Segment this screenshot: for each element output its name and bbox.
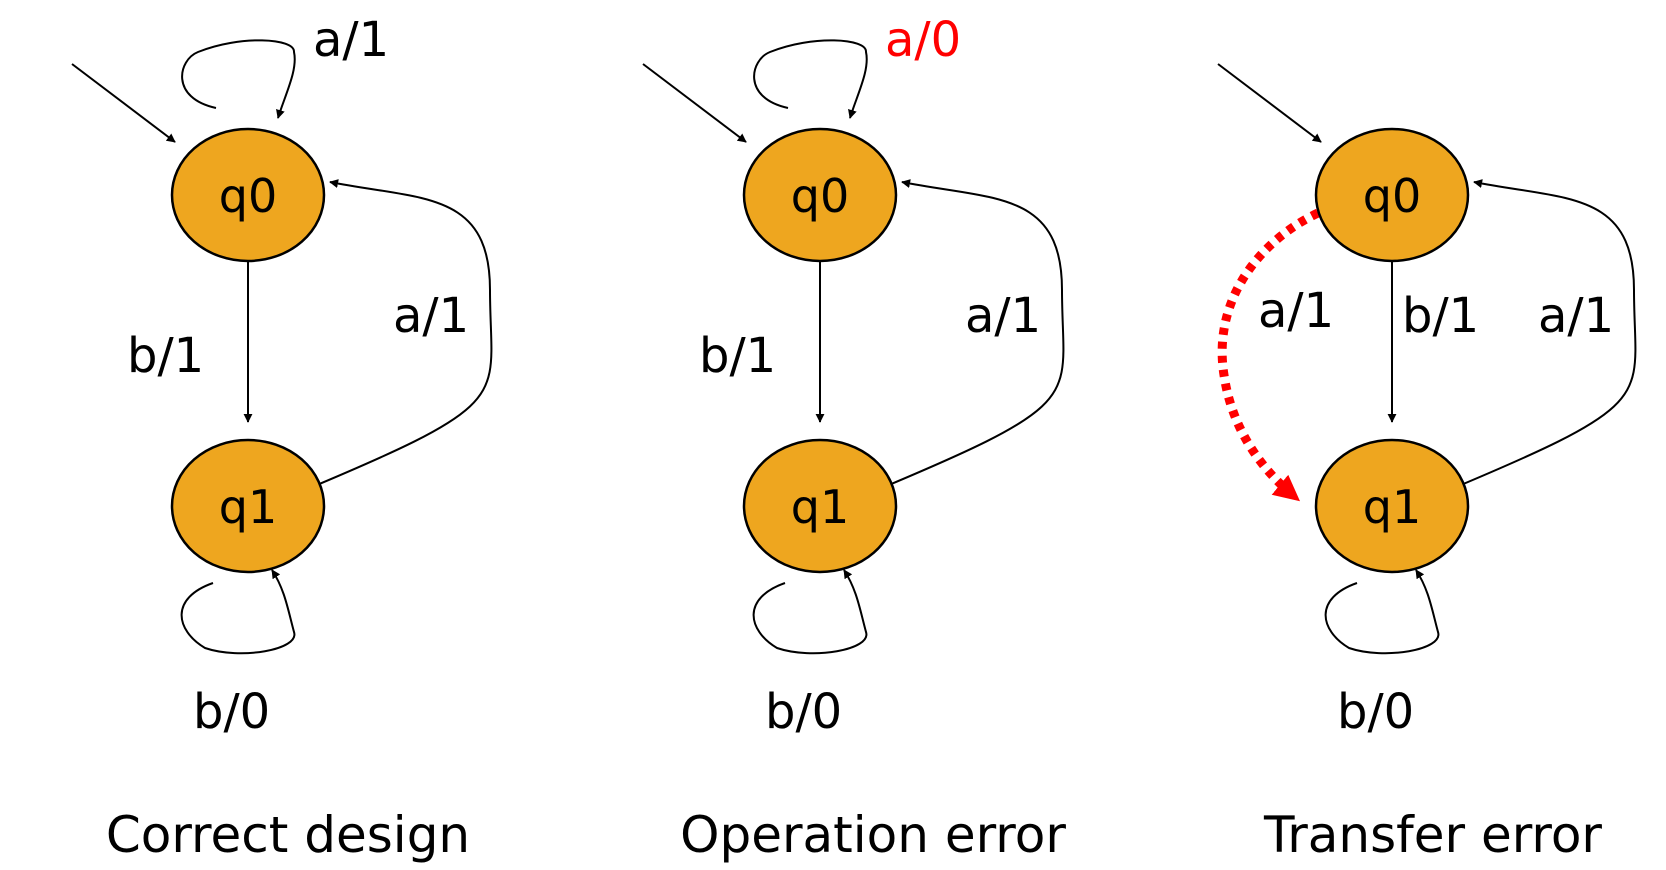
self-loop-q1 [1324,569,1440,655]
state-label: q1 [791,480,849,534]
state-label: q0 [791,169,849,223]
state-node-q1 [170,438,326,574]
diagram-correct-design: q0 q1 a/1 b/1 a/1 b/0 Correct design [71,12,493,864]
self-loop-q1 [752,569,868,655]
transition-label: b/0 [1337,684,1414,740]
transition-label: b/1 [1402,288,1479,344]
transition-label: a/1 [313,12,389,68]
self-loop-q0 [181,39,296,119]
diagram-caption: Correct design [106,806,470,864]
diagram-operation-error: q0 q1 a/0 b/1 a/1 b/0 Operation error [642,12,1066,864]
state-node-q1 [1314,438,1470,574]
diagram-transfer-error: q0 q1 a/1 b/1 a/1 b/0 Transfer error [1217,63,1637,864]
transition-label: a/1 [1538,288,1614,344]
transition-label: a/1 [393,288,469,344]
transition-label: a/1 [965,288,1041,344]
error-edge-q0-q1 [1217,208,1320,502]
state-node-q0 [742,127,898,263]
start-arrow [71,63,176,143]
start-arrow [642,63,747,143]
edge-q1-q0 [1448,179,1637,491]
transition-label-error: a/0 [885,12,961,68]
state-node-q1 [742,438,898,574]
diagram-caption: Transfer error [1263,806,1602,864]
transition-label: b/0 [765,684,842,740]
transition-label: b/1 [127,328,204,384]
state-label: q0 [219,169,277,223]
state-node-q0 [1314,127,1470,263]
transition-label: b/1 [699,328,776,384]
state-label: q1 [219,480,277,534]
state-node-q0 [170,127,326,263]
start-arrow [1217,63,1322,143]
edge-q1-q0 [876,179,1065,491]
transition-label: a/1 [1258,283,1334,339]
self-loop-q0 [753,39,868,119]
edge-q1-q0 [304,179,493,491]
self-loop-q1 [180,569,296,655]
transition-label: b/0 [193,684,270,740]
state-label: q0 [1363,169,1421,223]
state-label: q1 [1363,480,1421,534]
diagram-caption: Operation error [680,806,1066,864]
